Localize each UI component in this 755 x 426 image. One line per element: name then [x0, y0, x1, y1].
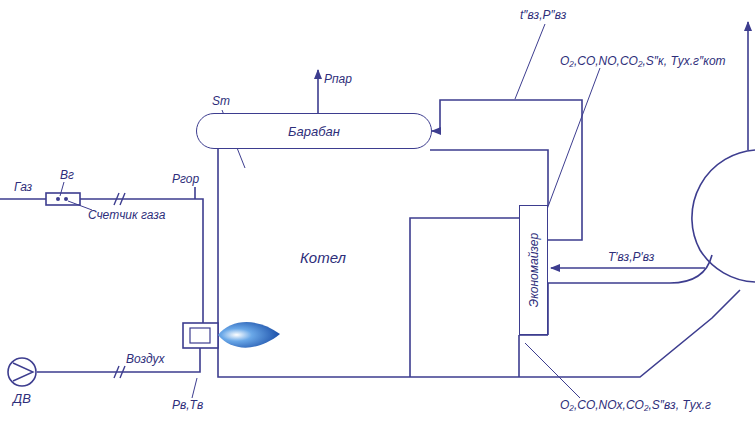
- callout-label: Sт: [212, 94, 230, 108]
- burner: [183, 323, 218, 348]
- leader-line: [525, 343, 580, 398]
- boiler-wall: [430, 150, 548, 205]
- measurement-label: O₂,CO,NO,CO₂,S″к, Tух.г″кот: [560, 54, 726, 68]
- line-break: [114, 193, 125, 205]
- boiler-region: Котел: [218, 150, 548, 377]
- line-break: [114, 366, 125, 378]
- meter-label: Счетчик газа: [88, 208, 165, 222]
- economizer-box: Экономайзер: [519, 205, 548, 335]
- pressure-label: Pв,Tв: [172, 398, 203, 412]
- drum-box: Барабан: [196, 113, 432, 149]
- measurement-label: T′вз,P′вз: [608, 250, 654, 264]
- flame: [218, 322, 280, 348]
- fan-symbol: [7, 357, 37, 387]
- stack-arrow: [747, 22, 749, 150]
- line-label: Газ: [14, 180, 32, 194]
- measurement-label: t″вз,P″вз: [520, 8, 566, 22]
- boiler-wall: [218, 148, 519, 377]
- node-text: ДВ: [7, 391, 37, 406]
- meter-dot: [64, 197, 68, 201]
- flue-duct: [519, 290, 740, 377]
- leader-line: [515, 24, 545, 99]
- pipe-connector: [432, 100, 582, 240]
- leader-line: [192, 378, 197, 398]
- exhaust-fan: [692, 150, 755, 282]
- leader-line: [546, 68, 600, 212]
- inner-wall: [518, 335, 520, 377]
- pressure-label: Pпар: [324, 72, 352, 86]
- pressure-label: Pгор: [172, 172, 199, 186]
- node-text: Котел: [300, 250, 346, 265]
- burner: [190, 328, 210, 343]
- line-label: Воздух: [126, 352, 164, 366]
- feedwater-arrow: [551, 267, 705, 269]
- gas-line: [0, 199, 203, 323]
- leader-line: [60, 182, 64, 196]
- meter-dot: [56, 197, 60, 201]
- meter-label: Bг: [60, 168, 74, 182]
- node-text: Барабан: [288, 124, 340, 139]
- flue-duct: [548, 255, 712, 335]
- node-text: Экономайзер: [526, 233, 541, 307]
- inner-wall: [410, 218, 519, 377]
- measurement-label: O₂,CO,NOx,CO₂,S″вз, Tух.г: [560, 398, 711, 412]
- pressure-tap: [194, 187, 196, 199]
- fan-node: ДВ: [7, 357, 37, 387]
- steam-arrow: [317, 70, 319, 113]
